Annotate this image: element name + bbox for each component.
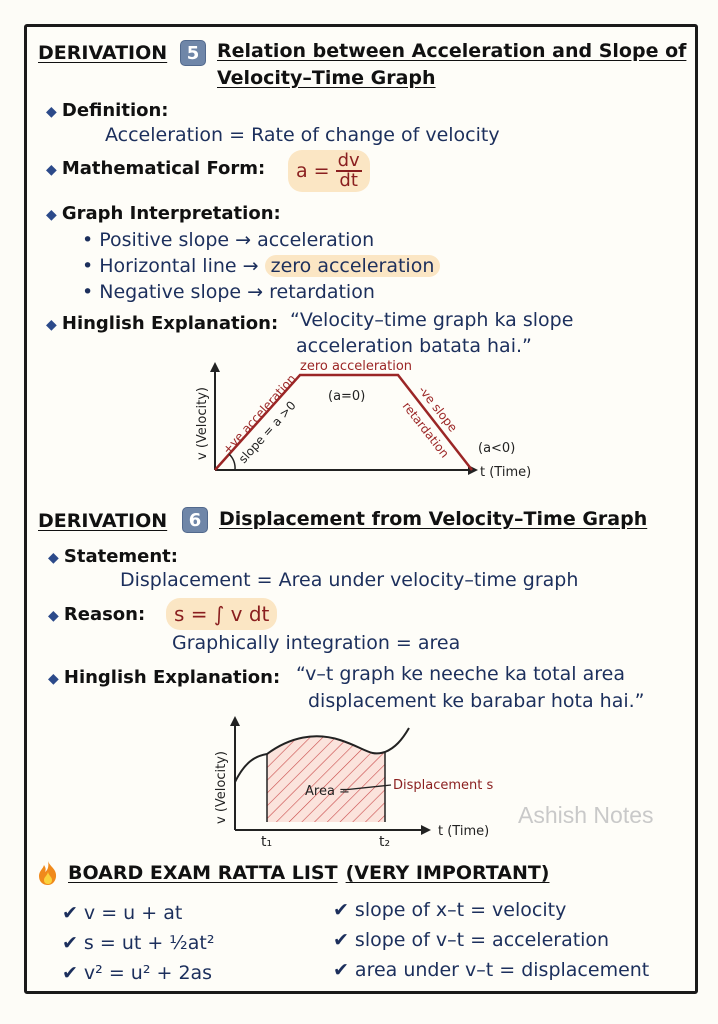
fire-icon (39, 861, 57, 885)
graph-interpretation-list: • Positive slope → acceleration • Horizo… (82, 227, 441, 305)
check-icon: ✔ (333, 959, 349, 981)
y-axis-label: v (Velocity) (195, 387, 210, 460)
statement-text: Displacement = Area under velocity–time … (120, 569, 579, 591)
derivation-5-title: Relation between Acceleration and Slope … (217, 38, 687, 92)
math-fraction: dv dt (335, 150, 362, 191)
hinglish-5-label: Hinglish Explanation: (61, 313, 279, 334)
math-formula: a = dv dt (288, 150, 370, 192)
check-icon: ✔ (333, 929, 349, 951)
math-numerator: dv (335, 150, 362, 172)
ratta-left-list: ✔v = u + at ✔s = ut + ½at² ✔v² = u² + 2a… (62, 898, 214, 988)
velocity-line (214, 373, 473, 471)
x-axis-label: t (Time) (438, 824, 489, 839)
velocity-curve (234, 727, 410, 783)
derivation-6-badge: 6 (182, 507, 208, 533)
reason-text: Graphically integration = area (172, 632, 461, 654)
t2-label: t₂ (379, 834, 390, 850)
definition-row: ◆ Definition: (46, 100, 169, 121)
list-item: • Horizontal line → zero acceleration (82, 253, 441, 279)
derivation-6-title: Displacement from Velocity–Time Graph (219, 508, 648, 530)
statement-row: ◆ Statement: (48, 546, 178, 567)
diamond-bullet-icon: ◆ (48, 671, 59, 687)
x-axis-label: t (Time) (480, 465, 531, 480)
check-icon: ✔ (333, 899, 349, 921)
definition-text: Acceleration = Rate of change of velocit… (105, 124, 500, 146)
hatched-area (267, 736, 385, 822)
hinglish-5-text: “Velocity–time graph ka slope accelerati… (290, 309, 574, 357)
list-item: ✔area under v–t = displacement (333, 959, 650, 981)
fall-value: (a<0) (478, 441, 515, 456)
pointer-line (342, 784, 392, 791)
graph-interpretation-label: Graph Interpretation: (61, 203, 281, 224)
derivation-5-badge: 5 (180, 40, 206, 66)
watermark: Ashish Notes (518, 802, 654, 828)
diamond-bullet-icon: ◆ (46, 317, 57, 333)
check-icon: ✔ (62, 962, 78, 984)
y-axis-arrow-icon (210, 362, 220, 372)
list-item: ✔s = ut + ½at² (62, 932, 215, 954)
list-item: ✔slope of x–t = velocity (333, 899, 567, 921)
statement-label: Statement: (63, 546, 178, 567)
hinglish-6-row: ◆ Hinglish Explanation: (48, 667, 280, 688)
check-icon: ✔ (62, 902, 78, 924)
definition-label: Definition: (61, 100, 169, 121)
hinglish-6-label: Hinglish Explanation: (63, 667, 281, 688)
diamond-bullet-icon: ◆ (48, 550, 59, 566)
math-label: Mathematical Form: (61, 158, 266, 179)
y-axis-label: v (Velocity) (214, 751, 229, 824)
y-axis-arrow-icon (230, 716, 240, 726)
velocity-time-graph-5: v (Velocity) t (Time) +ve acceleration s… (195, 360, 531, 480)
reason-label: Reason: (63, 604, 146, 625)
diamond-bullet-icon: ◆ (46, 104, 57, 120)
math-lhs: a = (296, 160, 330, 182)
math-denominator: dt (339, 170, 358, 191)
math-row: ◆ Mathematical Form: (46, 158, 265, 179)
list-item: ✔v² = u² + 2as (62, 962, 213, 984)
diamond-bullet-icon: ◆ (46, 162, 57, 178)
list-item: • Positive slope → acceleration (82, 229, 375, 251)
t1-label: t₁ (261, 834, 272, 850)
derivation-5-title-line1: Relation between Acceleration and Slope … (217, 40, 687, 62)
derivation-5-label: DERIVATION (38, 42, 168, 64)
check-icon: ✔ (62, 932, 78, 954)
flat-label: zero acceleration (300, 360, 412, 374)
list-item: ✔slope of v–t = acceleration (333, 929, 610, 951)
derivation-6-label: DERIVATION (38, 510, 168, 532)
ratta-title: BOARD EXAM RATTA LIST (68, 862, 338, 884)
displacement-label: Displacement s (393, 778, 494, 793)
diamond-bullet-icon: ◆ (48, 608, 59, 624)
reason-row: ◆ Reason: (48, 604, 145, 625)
diamond-bullet-icon: ◆ (46, 207, 57, 223)
ratta-subtitle: (VERY IMPORTANT) (345, 862, 550, 884)
flat-value: (a=0) (328, 389, 365, 404)
ratta-header: BOARD EXAM RATTA LIST (VERY IMPORTANT) (36, 860, 550, 886)
area-label: Area = (305, 784, 350, 799)
highlight: zero acceleration (264, 255, 441, 277)
slope-angle-arc (228, 453, 236, 471)
ratta-right-list: ✔slope of x–t = velocity ✔slope of v–t =… (333, 895, 649, 985)
velocity-time-graph-6: v (Velocity) t (Time) Area = Displacemen… (214, 716, 494, 850)
hinglish-6-text: “v–t graph ke neeche ka total area displ… (296, 663, 645, 712)
graph-interpretation-row: ◆ Graph Interpretation: (46, 203, 281, 224)
x-axis-arrow-icon (421, 825, 431, 835)
reason-formula: s = ∫ v dt (166, 598, 278, 630)
hinglish-5-row: ◆ Hinglish Explanation: (46, 313, 278, 334)
derivation-5-title-line2: Velocity–Time Graph (217, 67, 436, 89)
list-item: • Negative slope → retardation (82, 281, 375, 303)
list-item: ✔v = u + at (62, 902, 183, 924)
